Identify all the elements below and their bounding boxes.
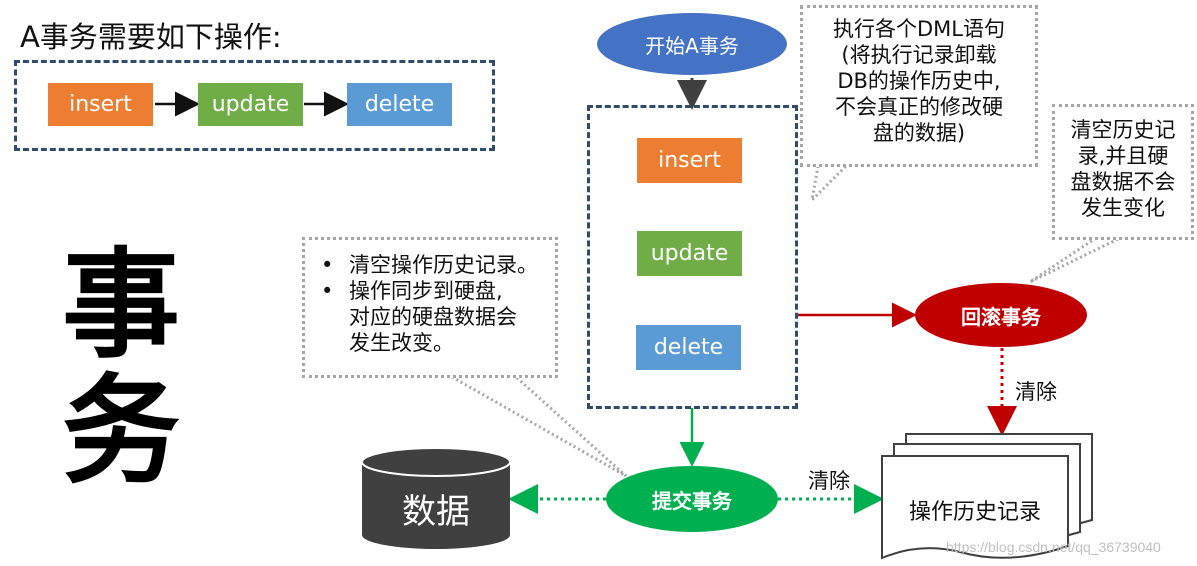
callout-commit-item-2: 操作同步到硬盘, 对应的硬盘数据会 发生改变。 <box>321 278 545 356</box>
database-cylinder <box>361 447 511 549</box>
history-label: 操作历史记录 <box>908 500 1041 525</box>
commit-transaction-node: 提交事务 <box>606 466 778 532</box>
flow-insert-box: insert <box>48 83 153 126</box>
history-document <box>881 433 1093 560</box>
tx-update-box: update <box>637 231 742 276</box>
callout-rollback-pointer <box>1029 236 1121 284</box>
callout-commit: 清空操作历史记录。 操作同步到硬盘, 对应的硬盘数据会 发生改变。 <box>302 237 558 378</box>
transaction-frame <box>587 105 798 409</box>
tx-insert-box: insert <box>637 138 742 183</box>
commit-clear-label: 清除 <box>808 469 850 493</box>
flow-delete-box: delete <box>347 83 452 126</box>
rollback-transaction-node: 回滚事务 <box>915 283 1087 347</box>
callout-commit-item-1: 清空操作历史记录。 <box>321 252 545 278</box>
rollback-clear-label: 清除 <box>1015 380 1057 404</box>
start-transaction-node: 开始A事务 <box>597 13 787 75</box>
callout-dml-pointer <box>809 164 848 205</box>
big-title-char-2: 务 <box>62 362 181 500</box>
callout-commit-list: 清空操作历史记录。 操作同步到硬盘, 对应的硬盘数据会 发生改变。 <box>315 252 545 356</box>
callout-rollback: 清空历史记 录,并且硬 盘数据不会 发生变化 <box>1052 104 1194 240</box>
callout-dml: 执行各个DML语句 (将执行记录卸载 DB的操作历史中, 不会真正的修改硬 盘的… <box>800 5 1038 167</box>
watermark: https://blog.csdn.net/qq_36739040 <box>946 539 1161 555</box>
callout-commit-pointer <box>451 375 628 478</box>
tx-delete-box: delete <box>636 325 741 370</box>
page-heading: A事务需要如下操作: <box>20 20 282 54</box>
big-title-char-1: 事 <box>62 236 181 374</box>
database-label: 数据 <box>402 492 470 532</box>
flow-update-box: update <box>198 83 303 126</box>
flow-frame <box>14 60 495 151</box>
